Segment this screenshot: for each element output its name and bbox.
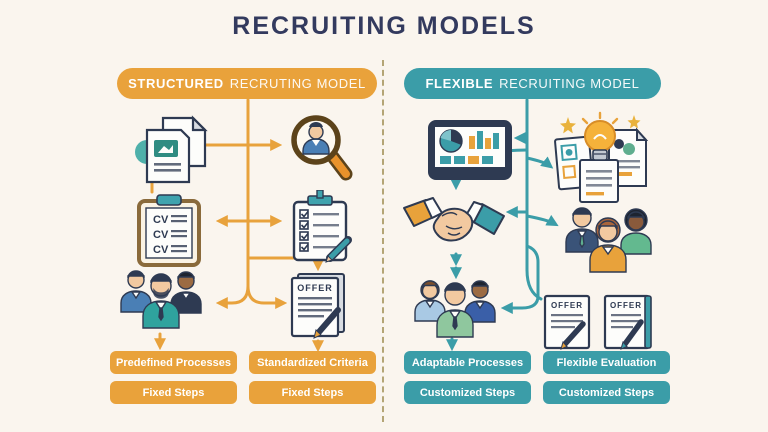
offer-document-icon: OFFER [543,294,591,350]
label-customized-steps-2: Customized Steps [543,381,670,404]
analytics-dashboard-icon [428,120,512,180]
cv-row-3: CV [153,244,169,256]
structured-header-bold: STRUCTURED [128,76,224,91]
cv-row-2: CV [153,229,169,241]
offer-title: OFFER [610,301,642,310]
evaluation-checklist-icon [292,190,352,263]
offer-document-icon: OFFER [290,273,345,339]
label-fixed-steps-1: Fixed Steps [110,381,237,404]
candidates-group-icon [120,270,202,329]
flexible-header-rest: RECRUITING MODEL [499,76,640,91]
diverse-team-icon [565,207,652,273]
cv-row-1: CV [153,214,169,226]
star-icon [627,115,641,129]
handshake-icon [403,197,505,242]
label-standardized-criteria: Standardized Criteria [249,351,376,374]
page-title: RECRUITING MODELS [232,12,536,40]
flexible-flow-lines [446,98,559,352]
candidate-search-magnifier-icon [291,115,353,181]
offer-title: OFFER [297,283,333,293]
label-adaptable-processes: Adaptable Processes [404,351,531,374]
offer-document-icon: OFFER [603,294,652,350]
offer-documents-pair-icon: OFFER OFFER [543,294,652,350]
cv-clipboard-icon: CV CV CV [137,194,201,267]
label-fixed-steps-2: Fixed Steps [249,381,376,404]
documents-stack-icon [135,115,208,184]
lightbulb-icon [581,111,619,161]
label-customized-steps-1: Customized Steps [404,381,531,404]
idea-profiles-icon [554,111,648,203]
label-flexible-evaluation: Flexible Evaluation [543,351,670,374]
flexible-model-header: FLEXIBLE RECRUITING MODEL [404,68,661,99]
flexible-header-bold: FLEXIBLE [425,76,494,91]
structured-model-header: STRUCTURED RECRUTING MODEL [117,68,377,99]
offer-title: OFFER [551,301,583,310]
panel-divider [382,60,384,422]
structured-header-rest: RECRUTING MODEL [229,76,366,91]
candidates-group-icon [414,280,496,338]
star-icon [560,117,576,134]
label-predefined-processes: Predefined Processes [110,351,237,374]
